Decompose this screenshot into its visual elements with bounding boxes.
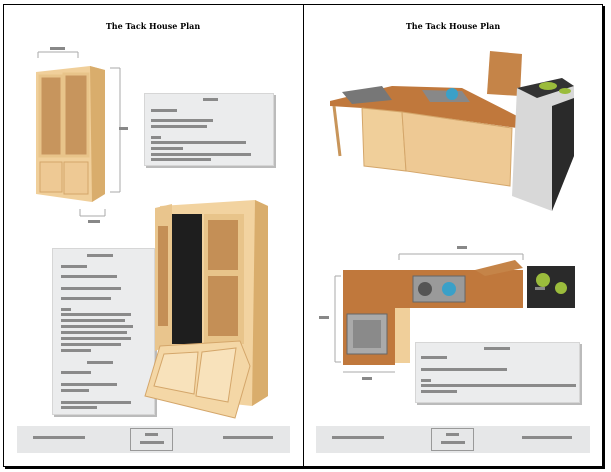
open-cabinet-illustration xyxy=(144,200,268,419)
page-divider xyxy=(303,4,304,467)
page-title: The Tack House Plan xyxy=(405,21,501,31)
page-title: The Tack House Plan xyxy=(105,21,201,31)
closed-cabinet-illustration xyxy=(36,47,128,223)
kitchen-top-view-illustration xyxy=(319,246,575,380)
kitchen-3d-illustration xyxy=(330,51,574,211)
description-box xyxy=(415,342,580,403)
page-footer xyxy=(17,426,290,453)
description-box xyxy=(144,93,274,166)
page-footer xyxy=(316,426,590,453)
description-box xyxy=(52,248,155,415)
